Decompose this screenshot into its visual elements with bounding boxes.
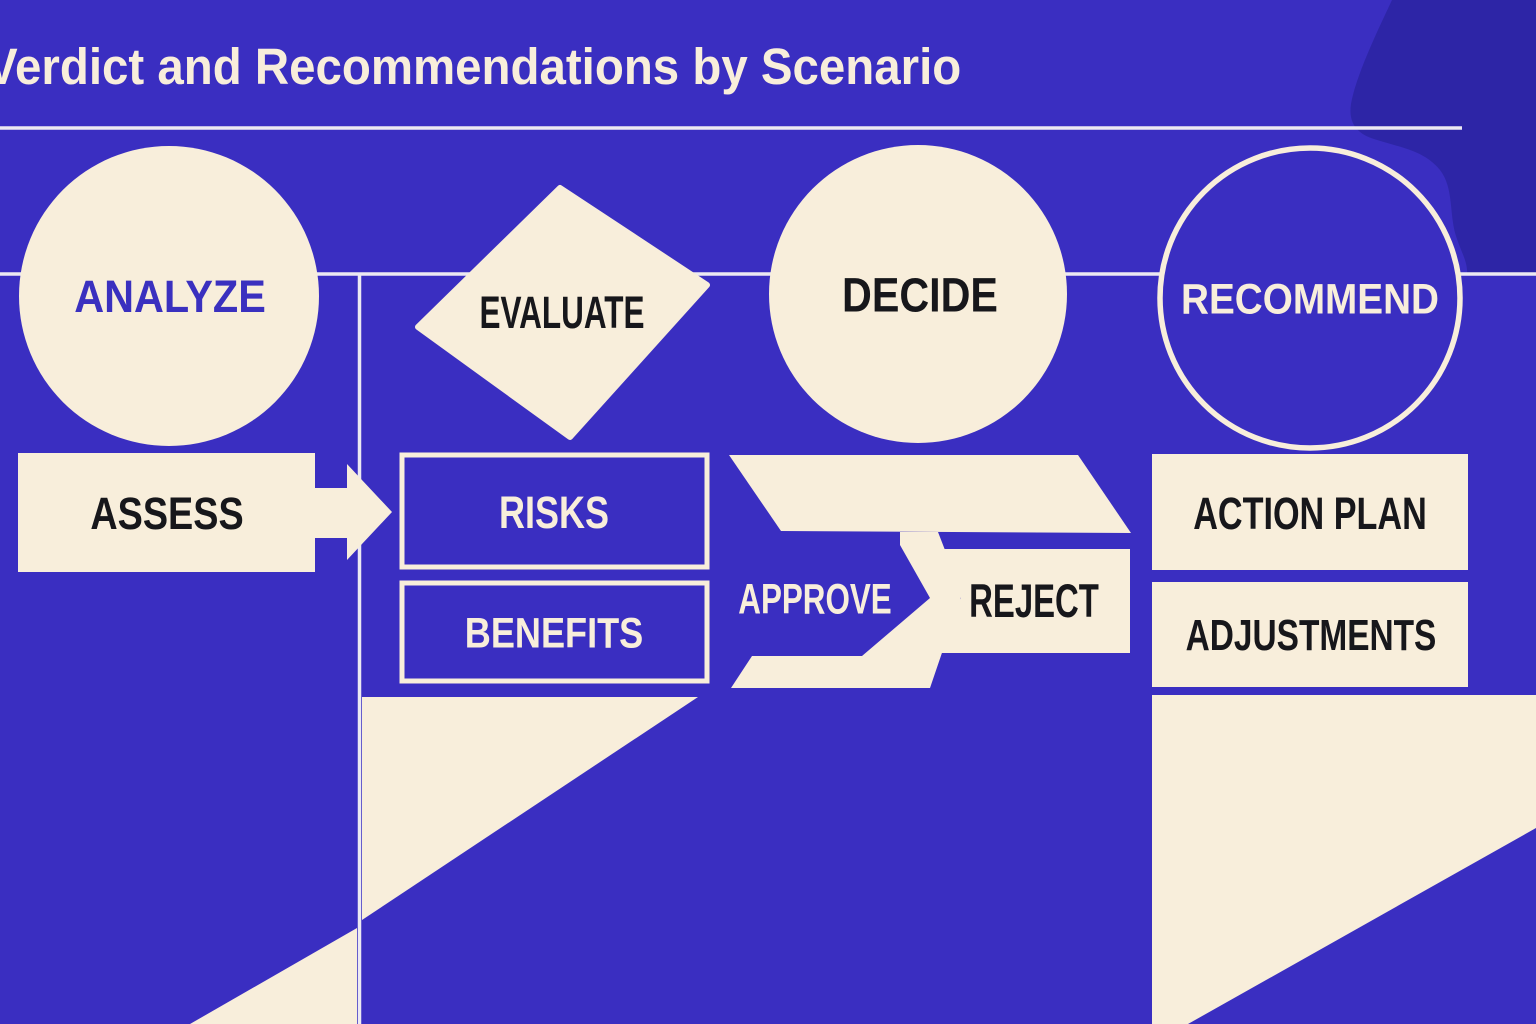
decor-wedge-bottom-left [190, 928, 357, 1024]
adjustments-box [1152, 582, 1468, 687]
analyze-node [19, 146, 319, 446]
approve-label: APPROVE [738, 575, 891, 623]
evaluate-label: EVALUATE [479, 289, 644, 339]
analyze-label: ANALYZE [74, 273, 266, 323]
evaluate-node [415, 185, 710, 440]
risks-box [399, 452, 710, 570]
page-title: Verdict and Recommendations by Scenario [0, 38, 962, 95]
decor-triangle-bottom-left [362, 697, 698, 920]
assess-label: ASSESS [90, 488, 243, 539]
decide-label: DECIDE [842, 268, 998, 322]
decide-node [769, 145, 1067, 443]
risks-label: RISKS [499, 487, 609, 538]
recommend-node [1157, 145, 1463, 451]
action-plan-box [1152, 454, 1468, 570]
decor-polygon-bottom-right [1152, 695, 1536, 1024]
approve-banner [729, 455, 1131, 533]
benefits-box [399, 580, 710, 684]
assess-arrow-icon [313, 464, 392, 560]
approve-arrow-icon [731, 532, 962, 688]
reject-box [938, 549, 1130, 653]
reject-label: REJECT [969, 574, 1099, 627]
recommend-label: RECOMMEND [1181, 275, 1439, 323]
benefits-label: BENEFITS [465, 610, 644, 658]
action-plan-label: ACTION PLAN [1193, 490, 1427, 540]
adjustments-label: ADJUSTMENTS [1186, 612, 1437, 660]
person-silhouette-icon [1350, 0, 1536, 274]
assess-box [18, 453, 315, 572]
